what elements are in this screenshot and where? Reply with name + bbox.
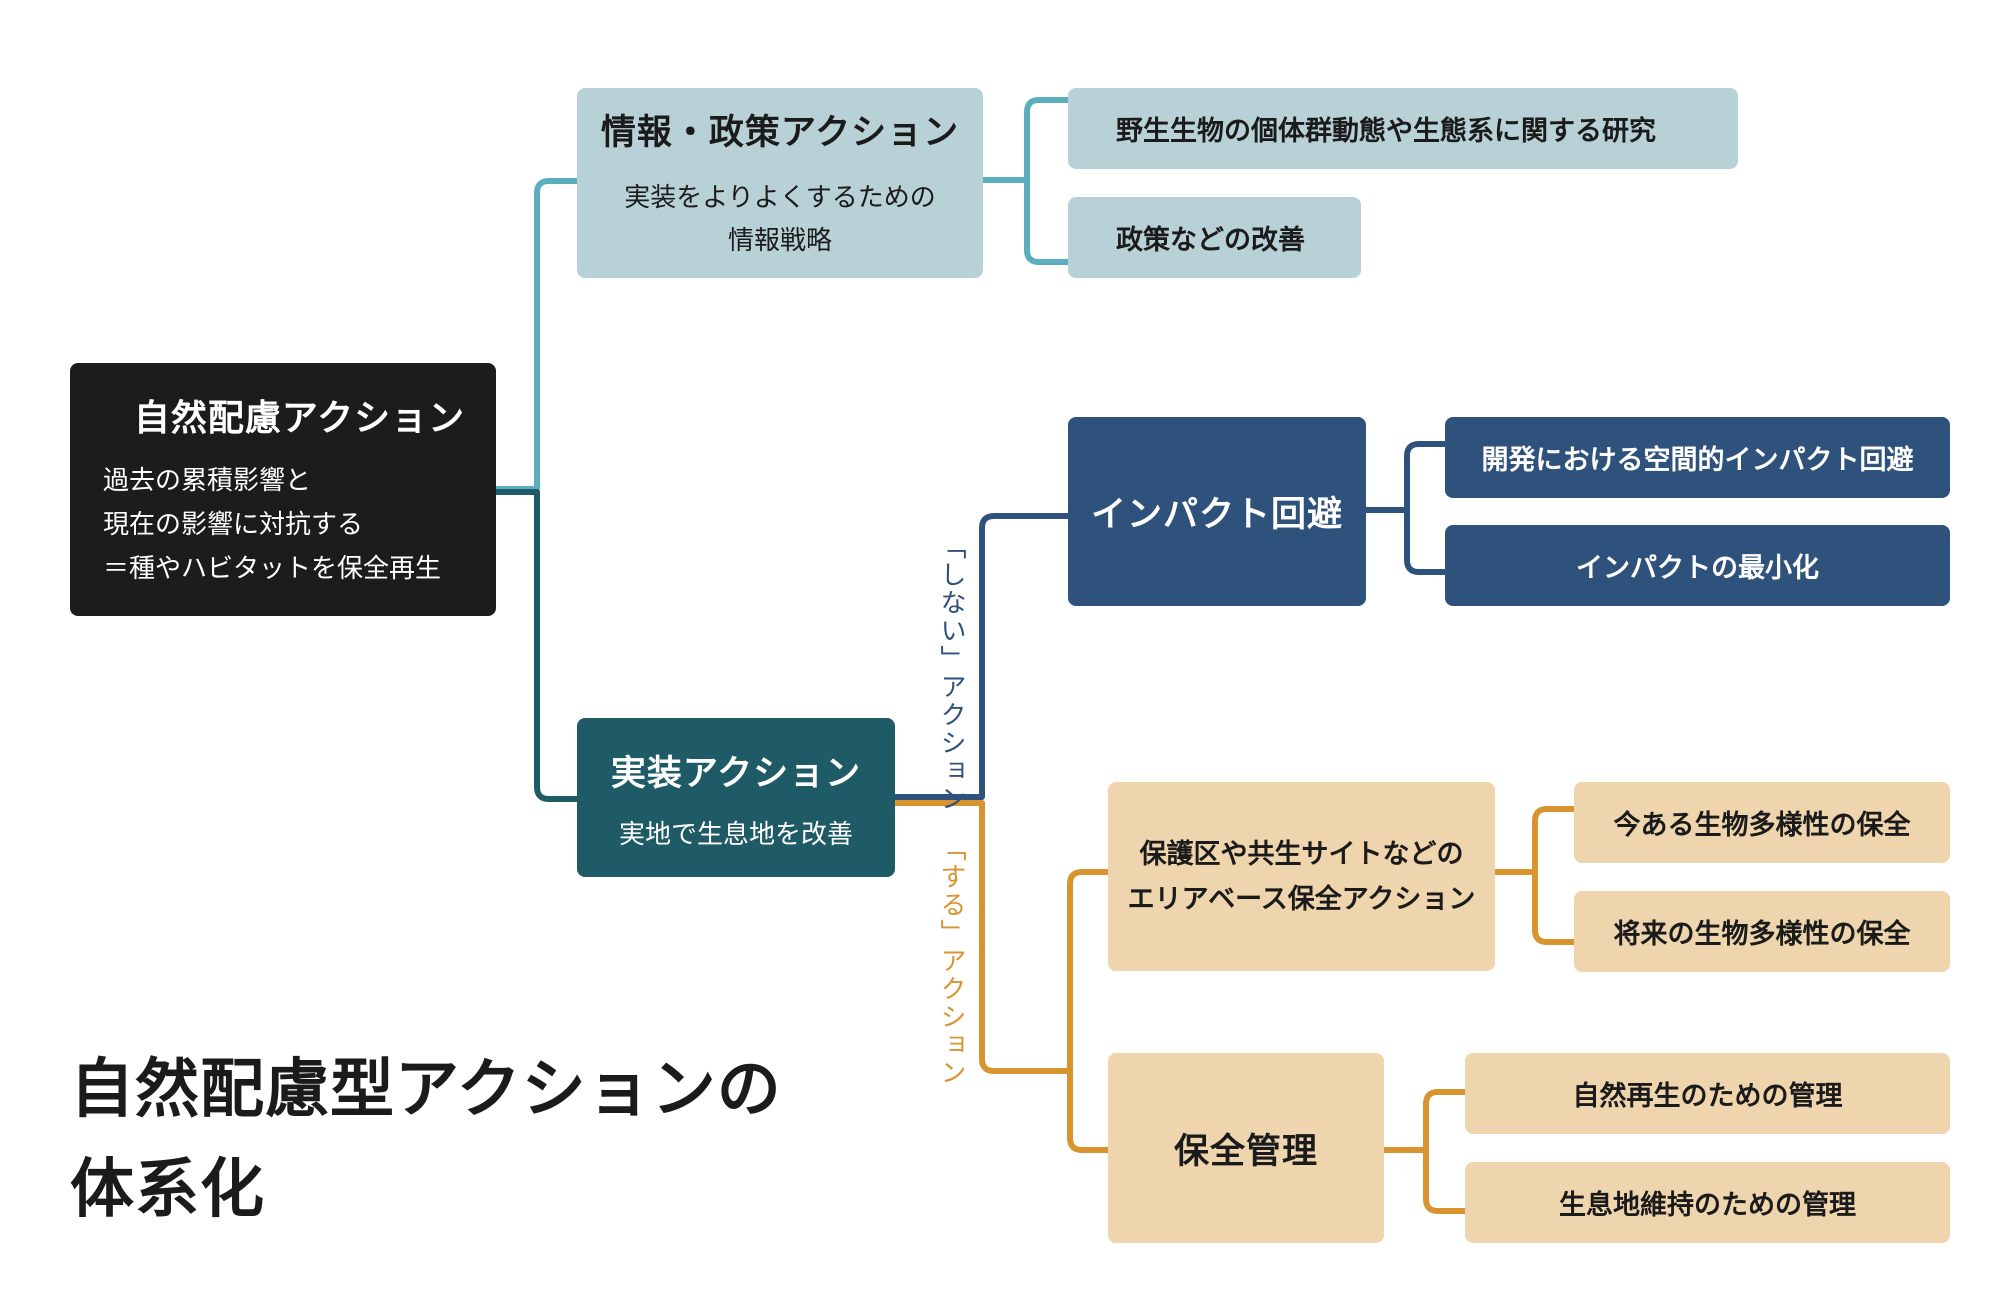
connector-root-info xyxy=(496,178,577,492)
implementation-title: 実装アクション xyxy=(610,753,862,794)
connector-impact-leaves xyxy=(1366,441,1445,575)
area-line-1: 保護区や共生サイトなどの xyxy=(1139,838,1464,870)
branch-label-suru: 「する」アクション xyxy=(936,835,966,1087)
connector-suru-area xyxy=(1067,869,1108,1153)
leaf-policy-improvement: 政策などの改善 xyxy=(1068,197,1361,278)
leaf-habitat-maintenance: 生息地維持のための管理 xyxy=(1465,1162,1950,1243)
connector-mgmt-leaves xyxy=(1384,1089,1465,1214)
info-title: 情報・政策アクション xyxy=(600,112,960,153)
root-line-2: 現在の影響に対抗する xyxy=(103,509,364,540)
leaf-restoration-management: 自然再生のための管理 xyxy=(1465,1053,1950,1134)
conservation-management-node: 保全管理 xyxy=(1108,1053,1384,1243)
implementation-node: 実装アクション 実地で生息地を改善 xyxy=(577,718,895,877)
leaf-impact-minimization: インパクトの最小化 xyxy=(1445,525,1950,606)
info-line-2: 情報戦略 xyxy=(727,225,832,256)
leaf-research: 野生生物の個体群動態や生態系に関する研究 xyxy=(1068,88,1738,169)
area-based-node: 保護区や共生サイトなどの エリアベース保全アクション xyxy=(1108,782,1495,971)
leaf-current-biodiversity: 今ある生物多様性の保全 xyxy=(1574,782,1950,863)
leaf-future-biodiversity: 将来の生物多様性の保全 xyxy=(1574,891,1950,972)
root-line-1: 過去の累積影響と xyxy=(103,465,312,496)
root-node: 自然配慮アクション 過去の累積影響と 現在の影響に対抗する ＝種やハビタットを保… xyxy=(70,363,496,616)
branch-label-shinai: 「しない」アクション xyxy=(936,533,966,813)
diagram-title-line-2: 体系化 xyxy=(70,1153,265,1227)
diagram-title: 自然配慮型アクションの 体系化 xyxy=(70,1040,782,1240)
info-line-1: 実装をよりよくするための xyxy=(624,182,936,213)
implementation-subtitle: 実地で生息地を改善 xyxy=(618,819,853,850)
impact-title: インパクト回避 xyxy=(1090,495,1343,535)
diagram-title-line-1: 自然配慮型アクションの xyxy=(70,1053,782,1127)
connector-area-leaves xyxy=(1495,806,1574,945)
impact-avoidance-node: インパクト回避 xyxy=(1068,417,1366,606)
connector-root-impl xyxy=(496,489,577,802)
area-line-2: エリアベース保全アクション xyxy=(1127,883,1476,915)
connector-info-leaves xyxy=(983,97,1068,265)
management-title: 保全管理 xyxy=(1173,1131,1318,1172)
leaf-spatial-impact-avoidance: 開発における空間的インパクト回避 xyxy=(1445,417,1950,498)
root-line-3: ＝種やハビタットを保全再生 xyxy=(103,553,442,584)
root-title: 自然配慮アクション xyxy=(133,397,466,439)
connector-impl-impact xyxy=(895,513,1068,800)
connector-impl-suru xyxy=(895,800,1070,1074)
info-policy-node: 情報・政策アクション 実装をよりよくするための 情報戦略 xyxy=(577,88,983,278)
